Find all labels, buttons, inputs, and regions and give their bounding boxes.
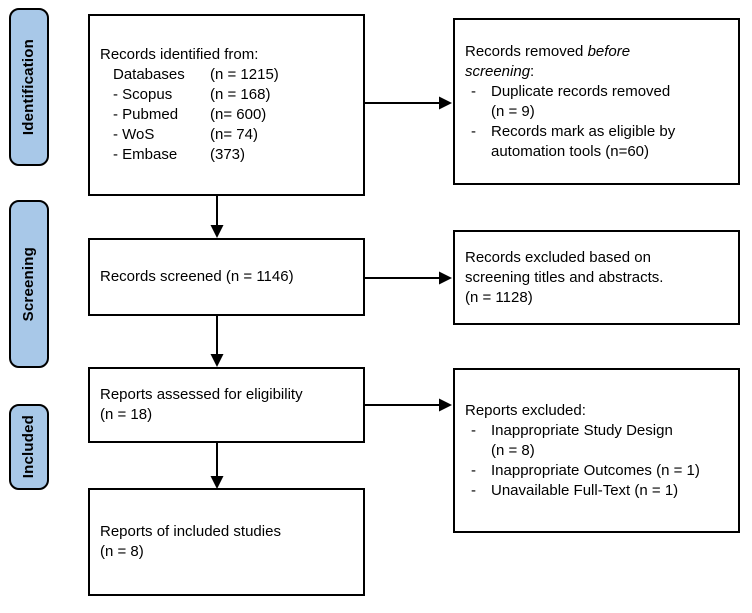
stage-label-included-text: Included: [20, 415, 37, 479]
arrow-screened-to-excluded: [365, 271, 452, 285]
record-source-label: Databases: [113, 66, 185, 83]
record-count-row: - WoS (n= 74): [113, 125, 357, 145]
reason-text: Duplicate records removed(n = 9): [491, 82, 671, 120]
bullet-dash: -: [471, 421, 476, 439]
box-reports-assessed-text: Reports assessed for eligibility(n = 18): [100, 386, 303, 423]
records-removed-reason-list: -Duplicate records removed(n = 9)-Record…: [471, 82, 732, 162]
reason-text: Inappropriate Outcomes (n = 1): [491, 461, 700, 479]
bullet-dash: -: [471, 122, 476, 140]
arrow-identified-to-screened: [210, 196, 224, 238]
stage-label-screening-text: Screening: [20, 246, 37, 322]
record-count-row: - Embase (373): [113, 145, 357, 165]
record-count-row: - Pubmed (n= 600): [113, 105, 357, 125]
bullet-dash: -: [471, 82, 476, 100]
bullet-dash: -: [471, 461, 476, 479]
stage-label-identification: Identification: [9, 8, 49, 166]
record-count-value: (373): [210, 146, 246, 163]
box-reports-included: Reports of included studies(n = 8): [88, 488, 365, 596]
box-reports-excluded: Reports excluded: -Inappropriate Study D…: [453, 368, 740, 533]
reports-excluded-reason-list: -Inappropriate Study Design(n = 8)-Inapp…: [471, 421, 732, 501]
record-source-label: - WoS: [113, 126, 155, 143]
record-source-label: - Embase: [113, 146, 178, 163]
record-count-row: - Scopus (n = 168): [113, 85, 357, 105]
reason-list-item: -Duplicate records removed(n = 9): [471, 82, 732, 122]
arrow-assessed-to-excluded: [365, 398, 452, 412]
record-source-label: - Pubmed: [113, 106, 179, 123]
record-count-value: (n = 1215): [210, 66, 279, 83]
record-count-value: (n= 74): [210, 126, 258, 143]
arrow-screened-to-assessed: [210, 316, 224, 367]
records-identified-source-list: Databases (n = 1215) - Scopus (n = 168) - Pu…: [100, 65, 357, 165]
box-records-screened-text: Records screened (n = 1146): [100, 268, 294, 285]
record-count-row: Databases (n = 1215): [113, 65, 357, 85]
stage-label-included: Included: [9, 404, 49, 490]
reason-list-item: -Inappropriate Outcomes (n = 1): [471, 461, 732, 481]
stage-label-screening: Screening: [9, 200, 49, 368]
record-count-value: (n = 168): [210, 86, 271, 103]
reason-text: Inappropriate Study Design(n = 8): [491, 421, 673, 459]
reason-list-item: -Unavailable Full-Text (n = 1): [471, 481, 732, 501]
box-reports-excluded-title: Reports excluded:: [465, 401, 586, 419]
record-source-label: - Scopus: [113, 86, 173, 103]
reason-list-item: -Inappropriate Study Design(n = 8): [471, 421, 732, 461]
arrow-identified-to-removed: [365, 96, 452, 110]
box-records-identified-title: Records identified from:: [100, 46, 259, 63]
box-reports-included-text: Reports of included studies(n = 8): [100, 523, 281, 560]
box-records-identified: Records identified from: Databases (n = 1…: [88, 14, 365, 196]
bullet-dash: -: [471, 481, 476, 499]
arrow-assessed-to-included: [210, 443, 224, 489]
stage-label-identification-text: Identification: [20, 38, 37, 136]
box-records-screened: Records screened (n = 1146): [88, 238, 365, 316]
record-count-value: (n= 600): [210, 106, 267, 123]
box-reports-assessed: Reports assessed for eligibility(n = 18): [88, 367, 365, 443]
reason-text: Unavailable Full-Text (n = 1): [491, 481, 679, 499]
